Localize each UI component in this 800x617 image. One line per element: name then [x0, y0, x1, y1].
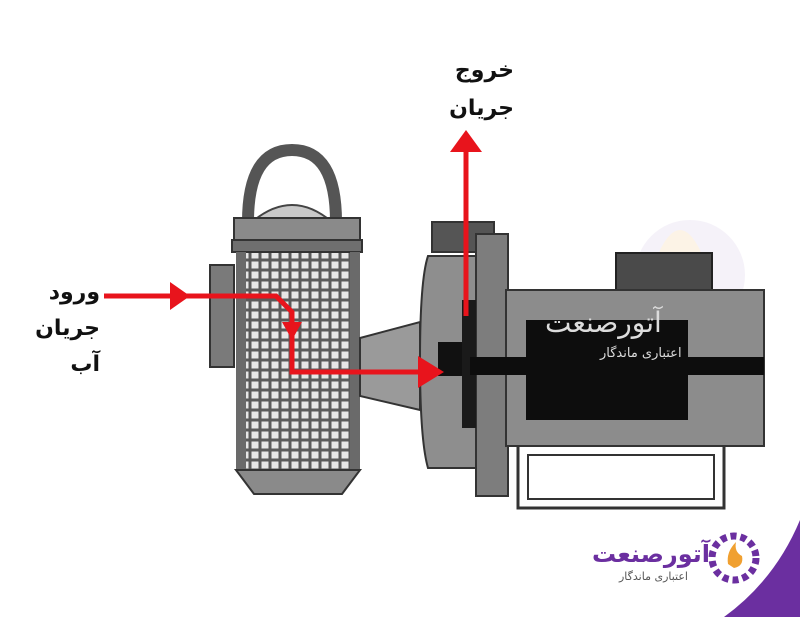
brand-tagline: اعتباری ماندگار: [618, 570, 688, 583]
basket-lid: [233, 217, 361, 243]
watermark-tagline: اعتباری ماندگار: [600, 346, 682, 361]
basket-bottom: [234, 469, 362, 495]
outlet-flow-arrow: [450, 130, 482, 316]
inlet-label-line1: ورود: [48, 280, 100, 305]
brand-name: آتورصنعت: [591, 540, 710, 568]
basket-handle: [242, 143, 342, 223]
outlet-label-line2: جریان: [449, 96, 514, 121]
motor-base: [516, 446, 726, 510]
impeller: [462, 300, 476, 428]
inlet-flow-arrow: [104, 282, 444, 388]
outlet-label-line1: خروج: [454, 58, 514, 83]
motor-shaft: [470, 357, 764, 375]
strainer-basket: [209, 143, 363, 495]
connector-cone: [359, 320, 421, 412]
flame-icon: [727, 542, 743, 568]
inlet-flange: [209, 264, 235, 368]
watermark-text: آتورصنعت: [545, 306, 662, 339]
electric-motor: [470, 252, 765, 510]
basket-mesh: [237, 251, 359, 471]
inlet-label-line2: جریان: [35, 316, 100, 341]
arrowhead-icon: [450, 130, 482, 152]
inlet-label-line3: آب: [70, 352, 100, 377]
arrowhead-icon: [170, 282, 190, 310]
arrowhead-icon: [418, 356, 444, 388]
corner-swoosh: [724, 520, 800, 617]
terminal-box: [615, 252, 713, 292]
gear-logo-icon: [708, 532, 760, 584]
arrowhead-icon: [282, 322, 302, 340]
